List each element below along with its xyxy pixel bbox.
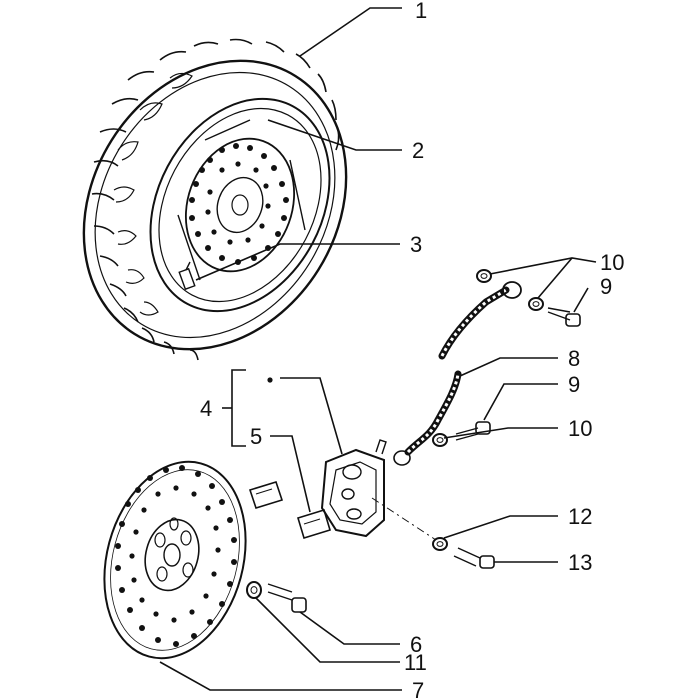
brake-hose — [404, 286, 510, 456]
callout-11: 11 — [404, 650, 427, 675]
callout-numbers: 1 2 3 4 5 6 7 8 9 9 10 10 11 12 13 — [200, 0, 624, 700]
callout-9-middle: 9 — [568, 372, 580, 397]
tire-sidewall — [113, 72, 193, 316]
tire-tread — [91, 38, 340, 361]
callout-1: 1 — [415, 0, 427, 23]
disc-drill-holes — [115, 465, 237, 647]
callout-2: 2 — [412, 138, 424, 163]
leader-lines — [159, 7, 597, 691]
upper-banjo-set — [476, 269, 581, 327]
wheel-tire — [82, 38, 348, 361]
disc-hub-bolts — [154, 517, 194, 582]
callout-6: 6 — [410, 632, 422, 657]
callout-3: 3 — [410, 232, 422, 257]
caliper-mount-bolt-set — [371, 497, 495, 569]
wheel-brake-disc — [184, 137, 296, 273]
disc-bolt-set — [246, 581, 307, 613]
callout-8: 8 — [568, 346, 580, 371]
callout-10-upper: 10 — [600, 250, 624, 275]
callout-9-upper: 9 — [600, 274, 612, 299]
brake-caliper — [320, 439, 411, 538]
callout-4: 4 — [200, 396, 212, 421]
callout-10-middle: 10 — [568, 416, 592, 441]
tire-valve — [178, 261, 196, 291]
brake-disc — [103, 460, 247, 660]
brake-pads — [248, 481, 331, 540]
middle-banjo-bolt-set — [432, 421, 491, 447]
callout-13: 13 — [568, 550, 592, 575]
caliper-dot — [267, 377, 273, 383]
callout-7: 7 — [412, 678, 424, 700]
callout-5: 5 — [250, 424, 262, 449]
callout-12: 12 — [568, 504, 592, 529]
